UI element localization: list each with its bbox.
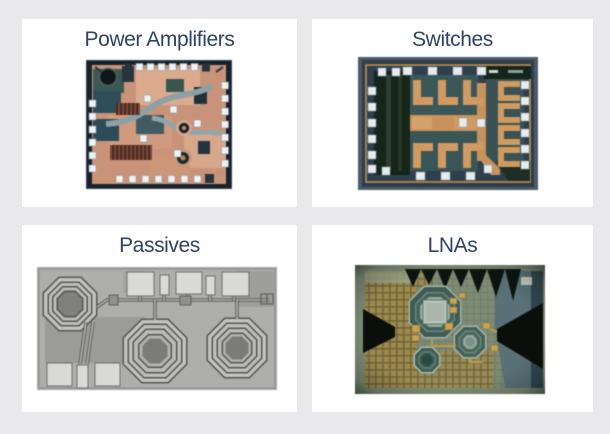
category-card-power-amplifiers[interactable]: Power Amplifiers [22,19,297,207]
card-title-power-amplifiers: Power Amplifiers [84,28,235,51]
switches-die-photo [358,57,538,190]
power-amplifiers-die-graphic [86,60,232,189]
lnas-die-photo [355,265,545,394]
lnas-die-graphic [355,265,545,394]
switches-die-graphic [358,57,538,190]
category-card-lnas[interactable]: LNAs [312,225,593,412]
card-title-passives: Passives [119,234,200,257]
passives-die-graphic [37,267,277,390]
card-title-switches: Switches [412,28,493,51]
category-card-passives[interactable]: Passives [22,225,297,412]
passives-die-photo [37,267,277,390]
card-title-lnas: LNAs [427,234,478,257]
category-card-switches[interactable]: Switches [312,19,593,207]
power-amplifiers-die-photo [86,60,232,189]
